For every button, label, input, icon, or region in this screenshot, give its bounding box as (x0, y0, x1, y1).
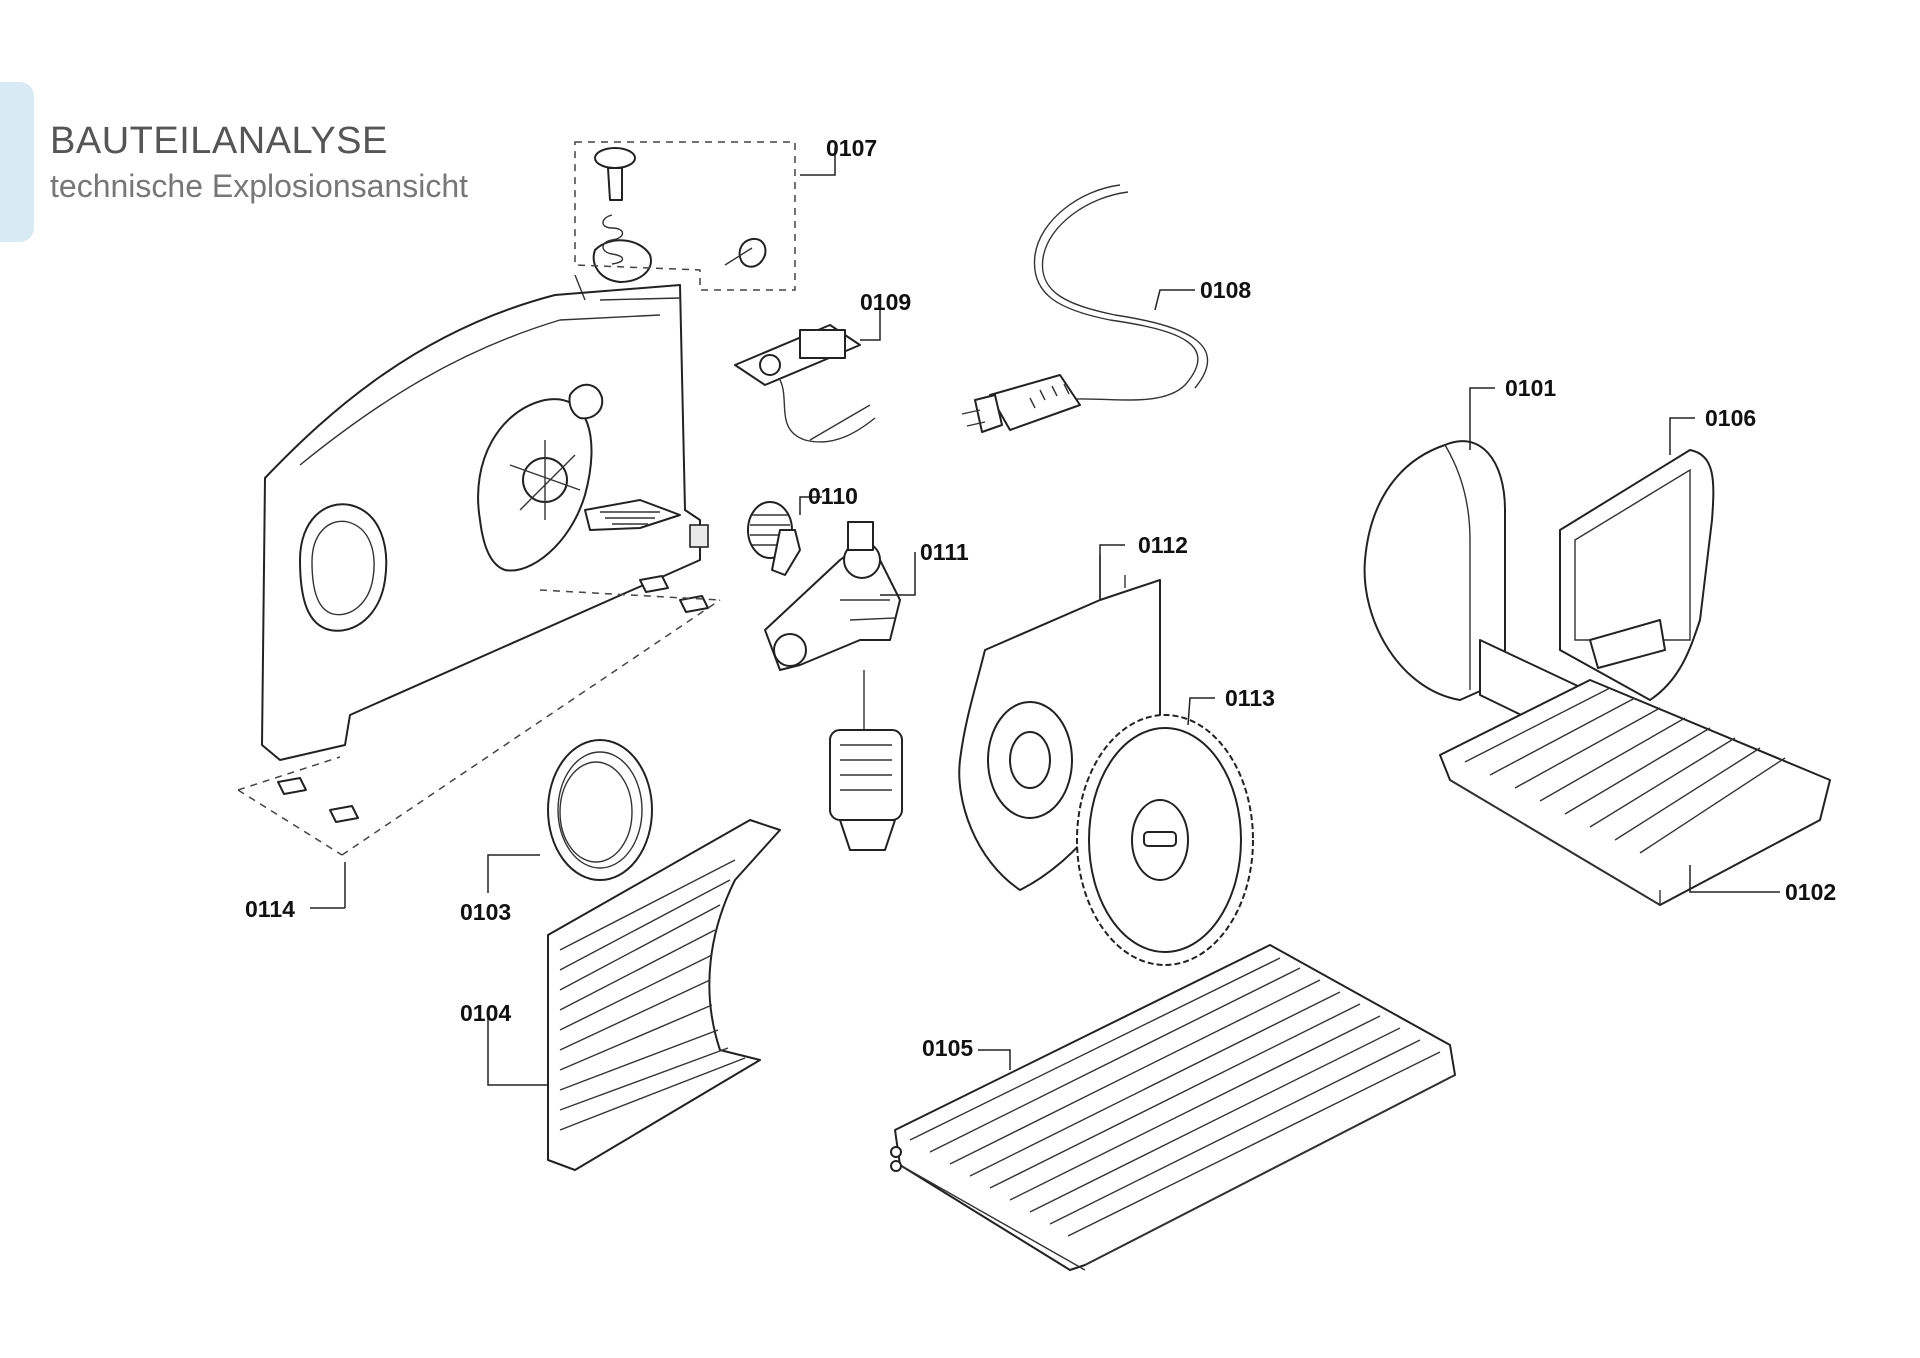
housing-part (261, 239, 709, 761)
blade-guard-part (958, 555, 1161, 891)
bracket-part (764, 521, 901, 671)
part-label-0106: 0106 (1705, 405, 1756, 431)
switch-board-part (734, 324, 876, 443)
section-tab-accent (0, 82, 34, 242)
part-label-0114: 0114 (245, 896, 295, 922)
part-label-0111: 0111 (920, 539, 969, 565)
ring-part (547, 739, 653, 881)
part-label-0105: 0105 (922, 1035, 973, 1061)
power-cord-part (961, 184, 1209, 433)
grate-part (1559, 449, 1715, 701)
page-subtitle: technische Explosionsansicht (50, 168, 469, 204)
motor-part (829, 670, 903, 851)
part-label-0110: 0110 (808, 483, 858, 509)
side-panel-part (547, 819, 781, 1171)
clip-guide-dashed (237, 589, 721, 856)
leader-lines (310, 148, 1780, 1086)
part-label-0104: 0104 (460, 1000, 511, 1026)
part-label-0112: 0112 (1138, 532, 1188, 558)
part-label-0108: 0108 (1200, 277, 1251, 303)
part-label-0107: 0107 (826, 135, 877, 161)
part-label-0113: 0113 (1225, 685, 1275, 711)
part-label-0109: 0109 (860, 289, 911, 315)
part-label-0103: 0103 (460, 899, 511, 925)
base-plate-part (890, 944, 1456, 1271)
part-labels: 0107 0108 0109 0110 0111 0112 0113 0101 … (245, 135, 1836, 1061)
clip-parts (277, 575, 709, 823)
part-label-0102: 0102 (1785, 879, 1836, 905)
knob-spring-kit (574, 141, 796, 291)
part-label-0101: 0101 (1505, 375, 1556, 401)
gear-part (747, 501, 801, 576)
serrated-blade-part (1076, 714, 1254, 966)
page-title: BAUTEILANALYSE (50, 120, 388, 162)
slide-plate-part (1439, 679, 1831, 907)
